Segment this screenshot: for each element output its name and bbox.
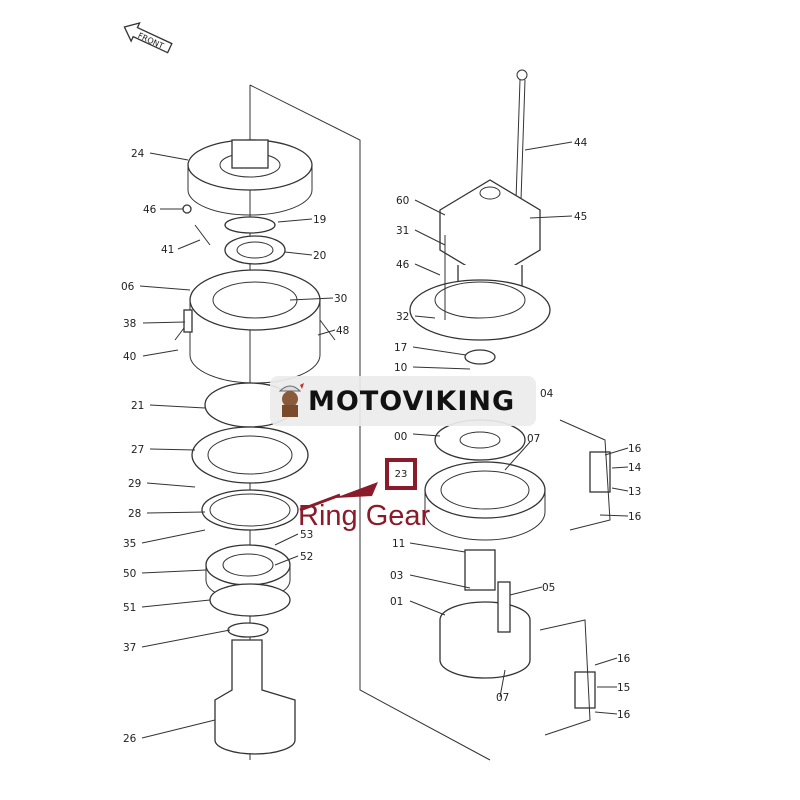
part-label: 46 [143, 204, 157, 216]
part-label: 24 [131, 148, 145, 160]
part-label: 29 [128, 478, 141, 490]
part-label: 17 [394, 342, 407, 354]
part-label: 05 [542, 582, 555, 594]
brand-banner: MOTOVIKING [270, 376, 536, 426]
part-label: 46 [396, 259, 410, 271]
part-label: 37 [123, 642, 136, 654]
part-label: 35 [123, 538, 136, 550]
part-label: 27 [131, 444, 144, 456]
right-part-labels: 44 45 60 31 46 32 17 10 04 00 07 16 14 1… [390, 137, 642, 721]
part-label: 07 [527, 433, 540, 445]
part-label: 13 [628, 486, 641, 498]
part-label: 10 [394, 362, 407, 374]
part-label: 32 [396, 311, 409, 323]
part-label: 52 [300, 551, 313, 563]
part-label: 28 [128, 508, 141, 520]
part-label: 07 [496, 692, 509, 704]
part-label: 45 [574, 211, 587, 223]
part-label: 15 [617, 682, 630, 694]
part-label: 00 [394, 431, 407, 443]
left-part-labels: 24 46 19 41 20 06 30 38 48 40 21 27 29 2… [121, 148, 349, 745]
part-label: 30 [334, 293, 347, 305]
right-assembly [409, 69, 611, 736]
part-label: 11 [392, 538, 405, 550]
part-label: 53 [300, 529, 313, 541]
part-label: 20 [313, 250, 326, 262]
part-label: 14 [628, 462, 642, 474]
part-label: 03 [390, 570, 403, 582]
part-label: 44 [574, 137, 588, 149]
part-label: 48 [336, 325, 349, 337]
part-label: 26 [123, 733, 137, 745]
part-label: 16 [628, 511, 642, 523]
part-label: 41 [161, 244, 174, 256]
part-label: 38 [123, 318, 136, 330]
part-label: 16 [617, 709, 631, 721]
part-label: 21 [131, 400, 144, 412]
part-label: 31 [396, 225, 409, 237]
callout-arrow-icon [335, 482, 378, 498]
part-label: 19 [313, 214, 326, 226]
brand-name: MOTOVIKING [308, 385, 516, 417]
part-label: 51 [123, 602, 136, 614]
part-label: 50 [123, 568, 136, 580]
part-number-callout: 23 [385, 458, 417, 490]
part-label: 16 [617, 653, 631, 665]
part-label: 16 [628, 443, 642, 455]
part-label: 06 [121, 281, 135, 293]
part-label: 60 [396, 195, 409, 207]
part-label: 40 [123, 351, 136, 363]
part-label: 01 [390, 596, 403, 608]
left-assembly [174, 139, 336, 755]
callout-label: Ring Gear [298, 500, 431, 532]
front-arrow-icon: FRONT [123, 22, 173, 54]
part-label: 04 [540, 388, 554, 400]
viking-mascot-icon [278, 383, 304, 417]
callout-part-number: 23 [394, 468, 408, 480]
